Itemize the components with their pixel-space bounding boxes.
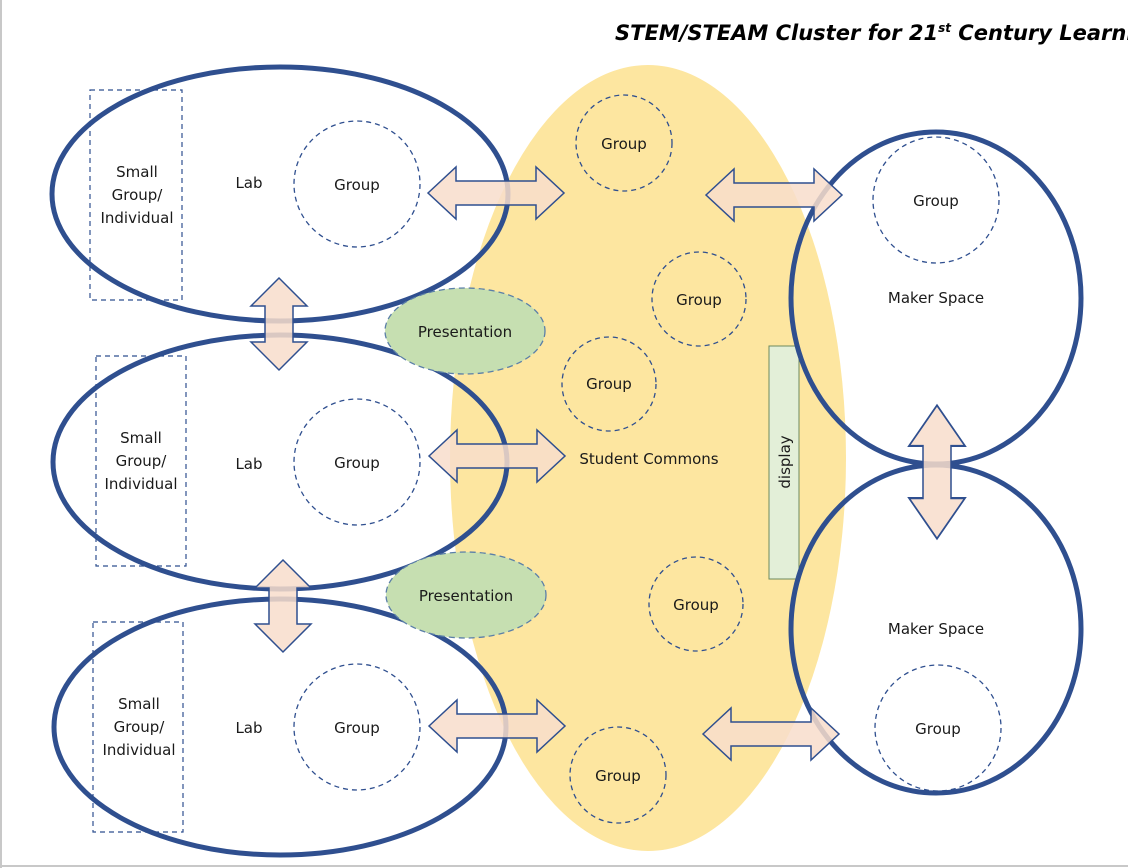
- maker-space-1-group-circle: [872, 136, 1000, 264]
- lab-2-group-label: Group: [334, 454, 380, 472]
- title-superscript: st: [938, 21, 952, 35]
- lab-1-small-line3: Individual: [100, 209, 173, 227]
- display-panel: display: [768, 345, 800, 580]
- lab-1-small-line1: Small: [116, 163, 158, 181]
- lab-3-group-circle: [293, 663, 421, 791]
- commons-group-2: Group: [651, 251, 747, 347]
- lab-3-small-line1: Small: [118, 695, 160, 713]
- maker-space-1-group-label: Group: [913, 192, 959, 210]
- display-label: display: [776, 435, 794, 488]
- commons-group-4: Group: [648, 556, 744, 652]
- commons-group-1-label: Group: [601, 135, 647, 153]
- double-arrow-icon: [254, 559, 312, 653]
- presentation-1-label: Presentation: [418, 323, 512, 341]
- maker-space-2-group-circle: [874, 664, 1002, 792]
- diagram-title: STEM/STEAM Cluster for 21st Century Lear…: [615, 21, 1128, 45]
- title-main-before: STEM/STEAM Cluster for 21: [615, 21, 938, 45]
- commons-group-1: Group: [575, 94, 673, 192]
- presentation-2: Presentation: [385, 551, 547, 639]
- lab-2-label: Lab: [235, 455, 262, 473]
- lab-3-small-line2: Group/: [114, 718, 166, 736]
- student-commons-label: Student Commons: [579, 450, 718, 468]
- double-arrow-icon: [907, 404, 967, 540]
- lab-3-small-line3: Individual: [102, 741, 175, 759]
- presentation-1: Presentation: [384, 287, 546, 375]
- commons-group-3-label: Group: [586, 375, 632, 393]
- student-commons-area: [450, 65, 846, 851]
- maker-space-2-label: Maker Space: [888, 620, 984, 638]
- lab-1-group-circle: [293, 120, 421, 248]
- lab-1-label: Lab: [235, 174, 262, 192]
- lab-2-group-circle: [293, 398, 421, 526]
- presentation-2-label: Presentation: [419, 587, 513, 605]
- lab-1-small-group-box: [89, 89, 183, 301]
- maker-space-2-group-label: Group: [915, 720, 961, 738]
- lab-3-group-label: Group: [334, 719, 380, 737]
- lab-3-label: Lab: [235, 719, 262, 737]
- commons-group-3: Group: [561, 336, 657, 432]
- lab-3-small-group-box: [92, 621, 184, 833]
- title-main-after: Century Learning: [951, 21, 1128, 45]
- commons-group-5: Group: [569, 726, 667, 824]
- commons-group-5-label: Group: [595, 767, 641, 785]
- lab-1-small-line2: Group/: [112, 186, 164, 204]
- commons-group-2-label: Group: [676, 291, 722, 309]
- lab-2-small-line2: Group/: [116, 452, 168, 470]
- lab-2-small-line3: Individual: [104, 475, 177, 493]
- maker-space-1-label: Maker Space: [888, 289, 984, 307]
- lab-2-small-group-box: [95, 355, 187, 567]
- commons-group-4-label: Group: [673, 596, 719, 614]
- lab-1-group-label: Group: [334, 176, 380, 194]
- double-arrow-icon: [250, 277, 308, 371]
- lab-2-small-line1: Small: [120, 429, 162, 447]
